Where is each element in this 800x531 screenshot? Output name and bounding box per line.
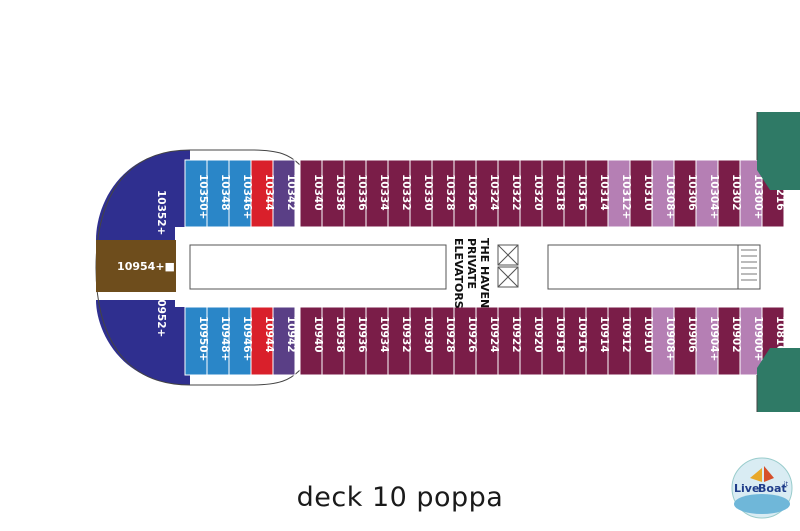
cabin-label-10318: 10318 (554, 174, 566, 211)
cabin-stern[interactable] (96, 240, 176, 292)
cabin-label-10314: 10314 (598, 174, 610, 211)
cabin-label-10300: 10300+ (752, 174, 764, 219)
cabin-label-10320: 10320 (532, 174, 544, 211)
logo-text-1: Live (734, 482, 759, 495)
cabin-label-10334: 10334 (378, 174, 390, 211)
cabin-label-10910: 10910 (642, 316, 654, 353)
stairs-lines (741, 249, 757, 281)
cabin-label-10930: 10930 (422, 316, 434, 353)
elevators-text-line-1: THE HAVEN (478, 238, 491, 308)
cabin-label-10316: 10316 (576, 174, 588, 211)
cabin-label-10952: 10952+ (155, 292, 167, 337)
cabin-label-10310: 10310 (642, 174, 654, 211)
cabin-label-10900: 10900+ (752, 316, 764, 361)
liveboat-logo: Live Boat .it (728, 448, 796, 526)
cabin-label-10304: 10304+ (708, 174, 720, 219)
cabin-label-10926: 10926 (466, 316, 478, 353)
cabin-label-10336: 10336 (356, 174, 368, 211)
cabin-label-10948: 10948+ (219, 316, 231, 361)
cabin-label-10920: 10920 (532, 316, 544, 353)
stairs-icon (737, 244, 761, 290)
cabin-label-10322: 10322 (510, 174, 522, 211)
cabin-label-10312: 10312+ (620, 174, 632, 219)
cabin-label-10904: 10904+ (708, 316, 720, 361)
cabin-label-10330: 10330 (422, 174, 434, 211)
cabin-label-10324: 10324 (488, 174, 500, 211)
cabin-label-10344: 10344 (263, 174, 275, 211)
cabin-label-10908: 10908+ (664, 316, 676, 361)
cabin-row-top: 10352+ 10350+ 10348 10346+ 10344 10342 10340 10… (155, 159, 786, 235)
cabin-label-10906: 10906 (686, 316, 698, 353)
deck-caption: deck 10 poppa (296, 482, 504, 513)
cabin-label-10916: 10916 (576, 316, 588, 353)
cabin-label-10332: 10332 (400, 174, 412, 211)
cabin-label-10352: 10352+ (155, 190, 167, 235)
logo-text-2: Boat (758, 482, 787, 495)
cabin-label-10936: 10936 (356, 316, 368, 353)
cabin-row-bottom: 10952+ 10950+ 10948+ 10946+ 10944 10942 10940 1… (155, 292, 786, 376)
cabin-label-10924: 10924 (488, 316, 500, 353)
cabin-label-10340: 10340 (312, 174, 324, 211)
cabin-label-10928: 10928 (444, 316, 456, 353)
cabin-label-10922: 10922 (510, 316, 522, 353)
corridor-left-block (189, 244, 447, 290)
cabin-label-10934: 10934 (378, 316, 390, 353)
cabin-label-10902: 10902 (730, 316, 742, 353)
corridor-right-block (547, 244, 739, 290)
cabin-label-10302: 10302 (730, 174, 742, 211)
cabin-label-10932: 10932 (400, 316, 412, 353)
cabin-label-10944: 10944 (263, 316, 275, 353)
cabin-stern-label: 10954+■ (117, 260, 175, 273)
logo-text-tld: .it (782, 481, 789, 488)
cabin-label-10342: 10342 (285, 174, 297, 211)
elevators-text-line-2: PRIVATE (465, 238, 478, 289)
stern-hull-bottom (96, 300, 190, 385)
cabin-label-10942: 10942 (285, 316, 297, 353)
cabin-label-10950: 10950+ (197, 316, 209, 361)
forward-section-top (757, 112, 800, 190)
cabin-label-10946: 10946+ (241, 316, 253, 361)
stern-hull-top (96, 150, 190, 240)
cabin-label-10348: 10348 (219, 174, 231, 211)
cabin-label-10938: 10938 (334, 316, 346, 353)
elevators-label: THE HAVEN PRIVATE ELEVATORS (452, 238, 491, 309)
cabin-label-10306: 10306 (686, 174, 698, 211)
cabin-label-10338: 10338 (334, 174, 346, 211)
elevator-icon (497, 244, 519, 288)
cabin-label-10326: 10326 (466, 174, 478, 211)
cabin-label-10918: 10918 (554, 316, 566, 353)
cabin-label-10308: 10308+ (664, 174, 676, 219)
cabin-label-10912: 10912 (620, 316, 632, 353)
forward-section-bottom (757, 348, 800, 412)
cabin-label-10914: 10914 (598, 316, 610, 353)
cabin-label-10346: 10346+ (241, 174, 253, 219)
cabin-label-10350: 10350+ (197, 174, 209, 219)
cabin-label-10940: 10940 (312, 316, 324, 353)
cabin-label-10328: 10328 (444, 174, 456, 211)
elevators-text-line-3: ELEVATORS (452, 238, 465, 309)
